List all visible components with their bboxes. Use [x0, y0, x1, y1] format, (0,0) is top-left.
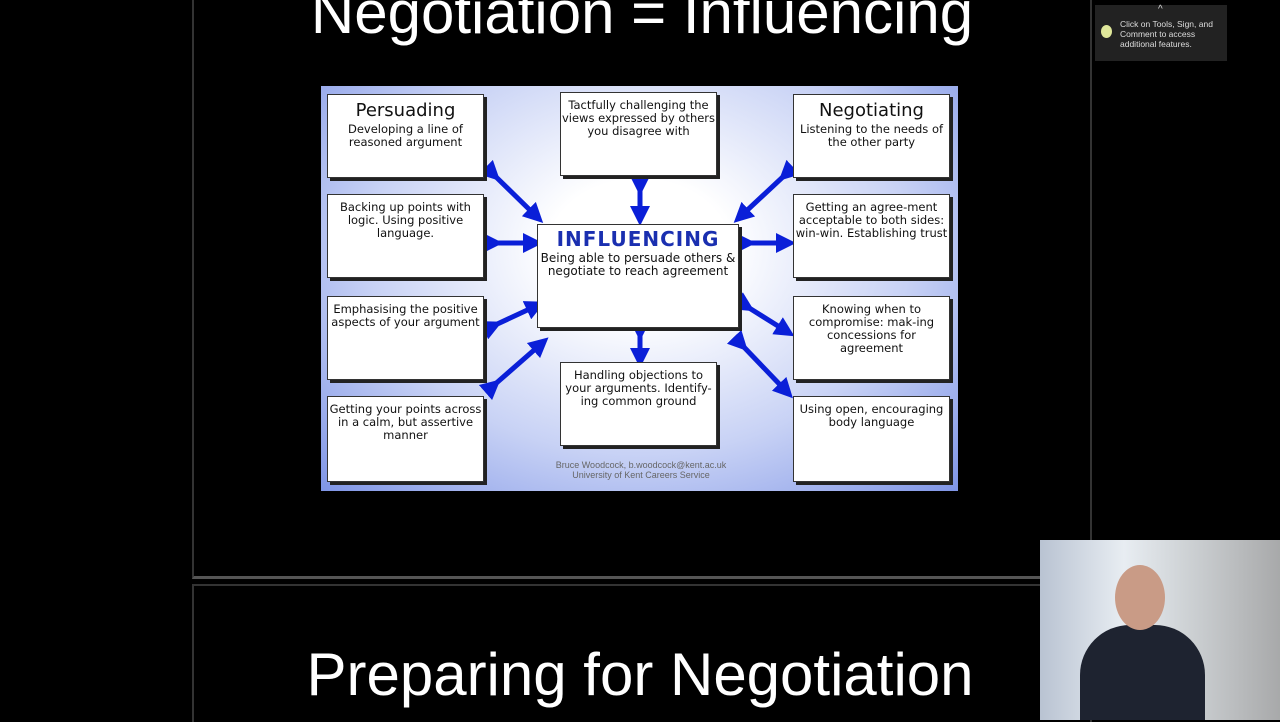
- slide-title: Negotiation = Influencing: [310, 0, 974, 46]
- box-challenging: Tactfully challenging the views expresse…: [560, 92, 717, 176]
- presenter-head: [1115, 565, 1165, 630]
- arrow: [732, 292, 795, 337]
- webcam-video: [1040, 540, 1280, 720]
- box-objections: Handling objections to your arguments. I…: [560, 362, 717, 446]
- arrow: [478, 337, 549, 401]
- box-body-language: Using open, encouraging body language: [793, 396, 950, 482]
- tooltip-text: Click on Tools, Sign, and Comment to acc…: [1120, 19, 1213, 49]
- tooltip[interactable]: ^ Click on Tools, Sign, and Comment to ac…: [1095, 5, 1227, 61]
- box-compromise: Knowing when to compromise: mak-ing conc…: [793, 296, 950, 380]
- arrow: [726, 329, 793, 399]
- lightbulb-icon: [1101, 25, 1112, 38]
- arrow: [733, 159, 801, 223]
- box-text: Developing a line of reasoned argument: [348, 122, 463, 149]
- credit-line: Bruce Woodcock, b.woodcock@kent.ac.uk: [555, 460, 727, 470]
- arrow: [479, 301, 546, 340]
- box-text: Listening to the needs of the other part…: [799, 122, 944, 149]
- arrow: [478, 159, 544, 223]
- center-title: INFLUENCING: [556, 227, 720, 251]
- caret-up-icon[interactable]: ^: [1158, 4, 1163, 15]
- box-title: Persuading: [355, 100, 456, 121]
- box-win-win: Getting an agree-ment acceptable to both…: [793, 194, 950, 278]
- credit-line: University of Kent Careers Service: [572, 470, 710, 480]
- box-title: Negotiating: [819, 100, 924, 121]
- box-emphasising: Emphasising the positive aspects of your…: [327, 296, 484, 380]
- box-calm: Getting your points across in a calm, bu…: [327, 396, 484, 482]
- presenter-body: [1080, 625, 1205, 720]
- box-logic: Backing up points with logic. Using posi…: [327, 194, 484, 278]
- center-text: Being able to persuade others & negotiat…: [540, 251, 736, 278]
- arrows: [478, 159, 801, 401]
- slide-title-bottom: Preparing for Negotiation: [306, 641, 974, 708]
- slide-bottom: [192, 584, 1092, 722]
